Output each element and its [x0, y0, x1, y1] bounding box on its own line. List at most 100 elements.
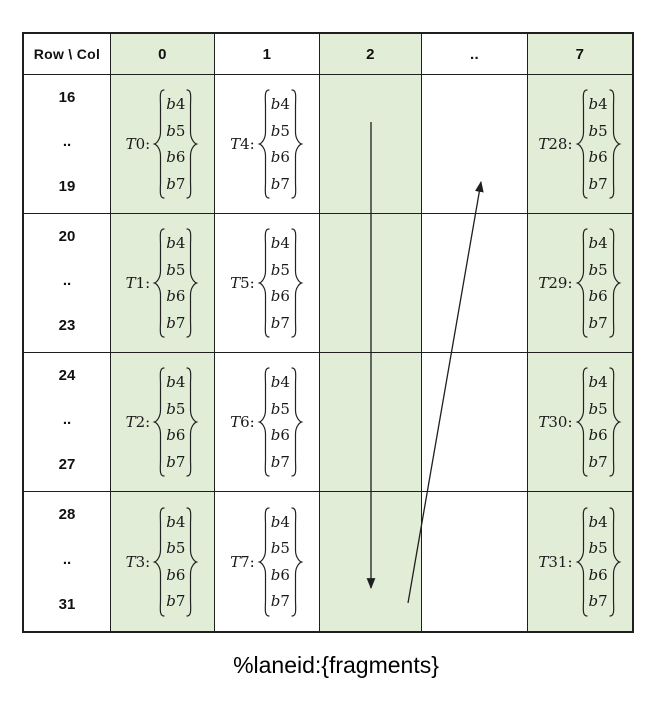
row-range-start: 28 — [58, 506, 76, 523]
left-brace-icon — [575, 506, 588, 618]
left-brace-icon — [152, 88, 165, 200]
empty-cell — [422, 214, 528, 353]
fragment-item: b5 — [166, 121, 186, 140]
fragment-item: b4 — [588, 512, 608, 531]
right-brace-icon — [291, 88, 304, 200]
empty-cell — [422, 353, 528, 492]
row-label-28-31: 28..31 — [24, 492, 111, 631]
fragment-item: b4 — [270, 234, 290, 252]
fragment-item: b4 — [166, 95, 186, 113]
fragment-item: b5 — [270, 399, 290, 418]
left-brace-icon — [257, 88, 270, 200]
row-range-dots: .. — [62, 411, 72, 428]
fragment-item: b7 — [588, 174, 608, 193]
fragment-item: b7 — [270, 313, 290, 332]
fragment-item: b5 — [588, 399, 608, 418]
fragment-item: b6 — [588, 426, 608, 445]
thread-label: T29: — [538, 274, 573, 292]
thread-label: T30: — [538, 413, 573, 431]
right-brace-icon — [609, 366, 622, 478]
fragment-item: b7 — [166, 452, 186, 471]
fragment-list: b4 b5 b6 b7 — [270, 370, 291, 474]
right-brace-icon — [186, 88, 199, 200]
fragment-item: b7 — [588, 452, 608, 471]
empty-cell — [320, 75, 422, 214]
left-brace-icon — [152, 227, 165, 339]
thread-label: T1: — [125, 274, 151, 292]
row-range-end: 23 — [58, 317, 76, 334]
fragment-item: b4 — [588, 373, 608, 391]
right-brace-icon — [291, 366, 304, 478]
fragment-list: b4 b5 b6 b7 — [270, 231, 291, 335]
fragment-item: b6 — [270, 148, 290, 167]
fragment-list: b4 b5 b6 b7 — [588, 370, 609, 474]
fragment-item: b7 — [588, 592, 608, 611]
empty-cell — [320, 353, 422, 492]
fragment-item: b5 — [588, 260, 608, 279]
fragment-item: b6 — [270, 426, 290, 445]
fragment-item: b6 — [588, 565, 608, 584]
thread-cell-T5: T5: b4 b5 b6 b7 — [215, 214, 320, 353]
right-brace-icon — [609, 88, 622, 200]
figure-caption: %laneid:{fragments} — [233, 652, 439, 678]
left-brace-icon — [152, 366, 165, 478]
header-col-: .. — [422, 34, 528, 75]
fragment-item: b7 — [270, 452, 290, 471]
row-range-start: 24 — [58, 367, 76, 384]
right-brace-icon — [186, 366, 199, 478]
fragment-item: b7 — [166, 313, 186, 332]
header-col-1: 1 — [215, 34, 320, 75]
thread-label: T2: — [125, 413, 151, 431]
thread-label: T31: — [538, 552, 573, 571]
right-brace-icon — [609, 227, 622, 339]
fragment-item: b5 — [270, 260, 290, 279]
thread-label: T28: — [538, 135, 573, 153]
fragment-item: b6 — [166, 565, 186, 584]
right-brace-icon — [609, 506, 622, 618]
left-brace-icon — [575, 366, 588, 478]
fragment-item: b6 — [166, 426, 186, 445]
fragment-item: b4 — [166, 373, 186, 391]
left-brace-icon — [257, 227, 270, 339]
fragment-item: b6 — [166, 287, 186, 306]
fragment-item: b5 — [270, 539, 290, 558]
thread-fragment-group: T5: b4 b5 b6 b7 — [230, 227, 304, 339]
right-brace-icon — [186, 506, 199, 618]
fragment-item: b7 — [166, 592, 186, 611]
fragment-item: b6 — [270, 565, 290, 584]
fragment-item: b7 — [270, 174, 290, 193]
row-label-20-23: 20..23 — [24, 214, 111, 353]
right-brace-icon — [291, 227, 304, 339]
thread-cell-T30: T30: b4 b5 b6 b7 — [528, 353, 632, 492]
thread-label: T4: — [230, 135, 255, 153]
right-brace-icon — [186, 227, 199, 339]
fragment-item: b6 — [270, 287, 290, 306]
fragment-item: b4 — [270, 512, 290, 531]
empty-cell — [320, 492, 422, 631]
header-corner: Row \ Col — [24, 34, 111, 75]
fragment-item: b4 — [270, 373, 290, 391]
row-range-start: 20 — [58, 228, 76, 245]
thread-label: T5: — [230, 274, 255, 292]
